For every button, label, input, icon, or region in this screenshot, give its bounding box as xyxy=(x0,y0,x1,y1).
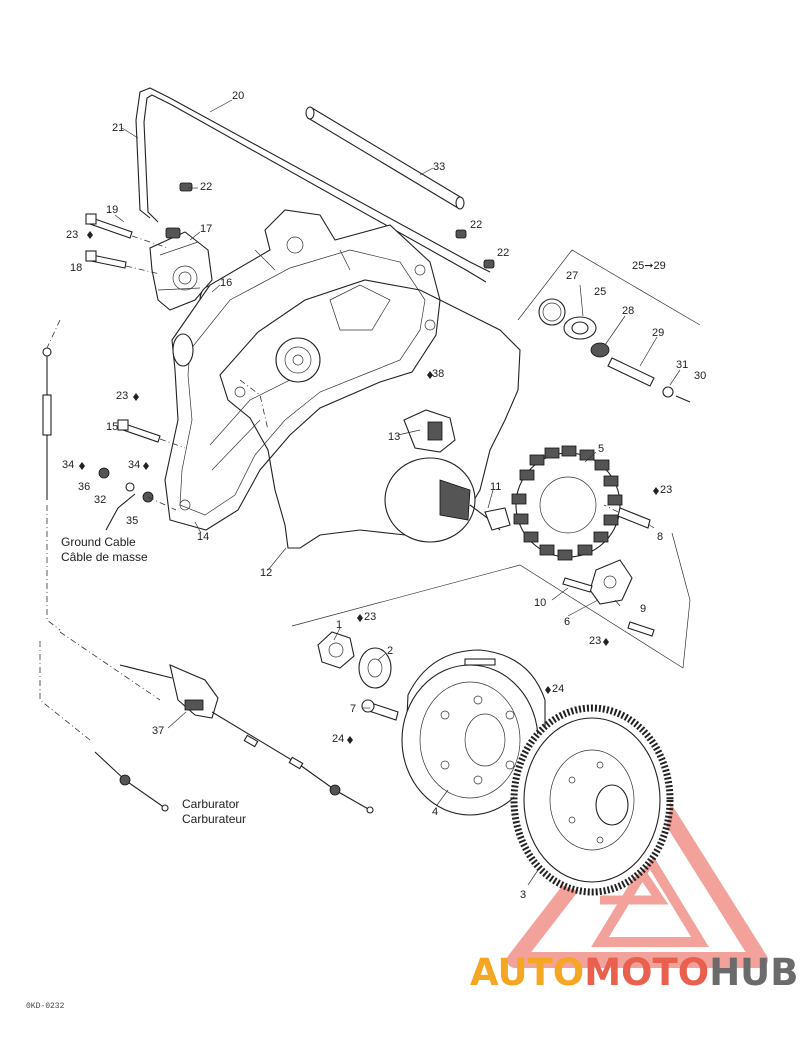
callout-17: 17 xyxy=(200,223,212,235)
callout-35: 35 xyxy=(126,515,138,527)
callout-21: 21 xyxy=(112,122,124,134)
callout-9: 9 xyxy=(640,603,646,615)
nut-36 xyxy=(98,467,110,479)
callout-5: 5 xyxy=(598,443,604,455)
callout-22-a: 22 xyxy=(200,181,212,193)
bolt-19 xyxy=(85,213,133,239)
callout-30: 30 xyxy=(694,370,706,382)
watermark-part-auto: AUTO xyxy=(470,951,584,994)
hose-33 xyxy=(305,106,465,210)
bracket-25-29 xyxy=(517,249,701,326)
callout-36: 36 xyxy=(78,481,90,493)
watermark-part-hub: HUB xyxy=(709,951,798,994)
bracket-9 xyxy=(589,559,633,605)
callout-29: 29 xyxy=(652,327,664,339)
callout-3: 3 xyxy=(520,889,526,901)
bolt-7 xyxy=(361,699,399,721)
callout-33: 33 xyxy=(433,161,445,173)
crankcase-cover-14 xyxy=(164,209,441,531)
ring-28 xyxy=(590,342,610,358)
screw-6-sensor xyxy=(627,621,655,637)
callout-11: 11 xyxy=(490,481,501,493)
callout-25-29: 25➞29 xyxy=(632,260,666,272)
screw-30 xyxy=(675,395,691,403)
callout-16: 16 xyxy=(220,277,232,289)
callout-4: 4 xyxy=(432,806,438,818)
callout-37: 37 xyxy=(152,725,164,737)
clamp-22-b xyxy=(455,229,467,239)
screw-8 xyxy=(617,507,651,529)
callout-12: 12 xyxy=(260,567,272,579)
bushing-25 xyxy=(563,316,597,340)
callout-23-d: 23 xyxy=(589,635,601,647)
callout-15: 15 xyxy=(106,421,118,433)
callout-38: 38 xyxy=(432,368,444,380)
callout-23-e: 23 xyxy=(364,611,376,623)
callout-13: 13 xyxy=(388,431,400,443)
callout-23-b: 23 xyxy=(116,390,128,402)
clamp-22-c xyxy=(483,259,495,269)
ground-cable-label-fr: Câble de masse xyxy=(61,550,148,564)
watermark-logo: AUTOMOTOHUB xyxy=(470,951,798,994)
watermark-part-moto: MOTO xyxy=(584,951,709,994)
screw-10 xyxy=(562,577,593,593)
ground-cable-label-en: Ground Cable xyxy=(61,535,136,549)
harness-11 xyxy=(384,457,511,543)
callout-24-a: 24 xyxy=(552,683,564,695)
callout-1: 1 xyxy=(336,619,342,631)
callout-31: 31 xyxy=(676,359,688,371)
bolt-15 xyxy=(117,419,161,443)
callout-27: 27 xyxy=(566,270,578,282)
callout-22-c: 22 xyxy=(497,247,509,259)
callout-28: 28 xyxy=(622,305,634,317)
carburetor-label-en: Carburator xyxy=(182,797,239,811)
cable-37 xyxy=(94,664,374,814)
callout-8: 8 xyxy=(657,531,663,543)
callout-14: 14 xyxy=(197,531,209,543)
stator-5 xyxy=(511,445,623,561)
callout-19: 19 xyxy=(106,204,118,216)
nut-1 xyxy=(317,631,355,669)
callout-2: 2 xyxy=(387,645,393,657)
callout-34-b: 34 xyxy=(128,459,140,471)
callout-23-a: 23 xyxy=(66,229,78,241)
gear-27 xyxy=(538,298,566,326)
callout-25: 25 xyxy=(594,286,606,298)
clamp-22-a xyxy=(179,182,193,192)
callout-34-a: 34 xyxy=(62,459,74,471)
nut-31 xyxy=(662,386,674,398)
leader-lines xyxy=(114,99,681,886)
washer-32 xyxy=(125,482,135,492)
hose-21 xyxy=(135,87,173,223)
captions: Ground Cable Câble de masse Carburator C… xyxy=(26,535,246,1011)
coil-13 xyxy=(403,409,456,453)
flywheel-4 xyxy=(401,649,546,816)
svg-text:AUTOMOTOHUB: AUTOMOTOHUB xyxy=(470,951,798,994)
callout-24-b: 24 xyxy=(332,733,344,745)
ring-gear-3 xyxy=(510,704,674,896)
shaft-29 xyxy=(607,357,655,387)
callout-23-c: 23 xyxy=(660,484,672,496)
washer-2 xyxy=(358,647,392,689)
throttle-cable xyxy=(39,319,161,741)
callout-22-b: 22 xyxy=(470,219,482,231)
bracket-1-4 xyxy=(291,564,684,669)
callout-10: 10 xyxy=(534,597,546,609)
figure-reference: 0KD-0232 xyxy=(26,1002,65,1011)
callout-20: 20 xyxy=(232,90,244,102)
callout-6: 6 xyxy=(564,616,570,628)
hose-20 xyxy=(169,97,491,283)
bolt-18 xyxy=(85,250,127,269)
callout-7: 7 xyxy=(350,703,356,715)
carburetor-label-fr: Carburateur xyxy=(182,812,246,826)
callout-18: 18 xyxy=(70,262,82,274)
callout-32: 32 xyxy=(94,494,106,506)
ground-cable xyxy=(105,493,136,531)
callouts: 20 21 33 22 22 22 19 23 17 18 16 25➞29 2… xyxy=(62,90,706,901)
